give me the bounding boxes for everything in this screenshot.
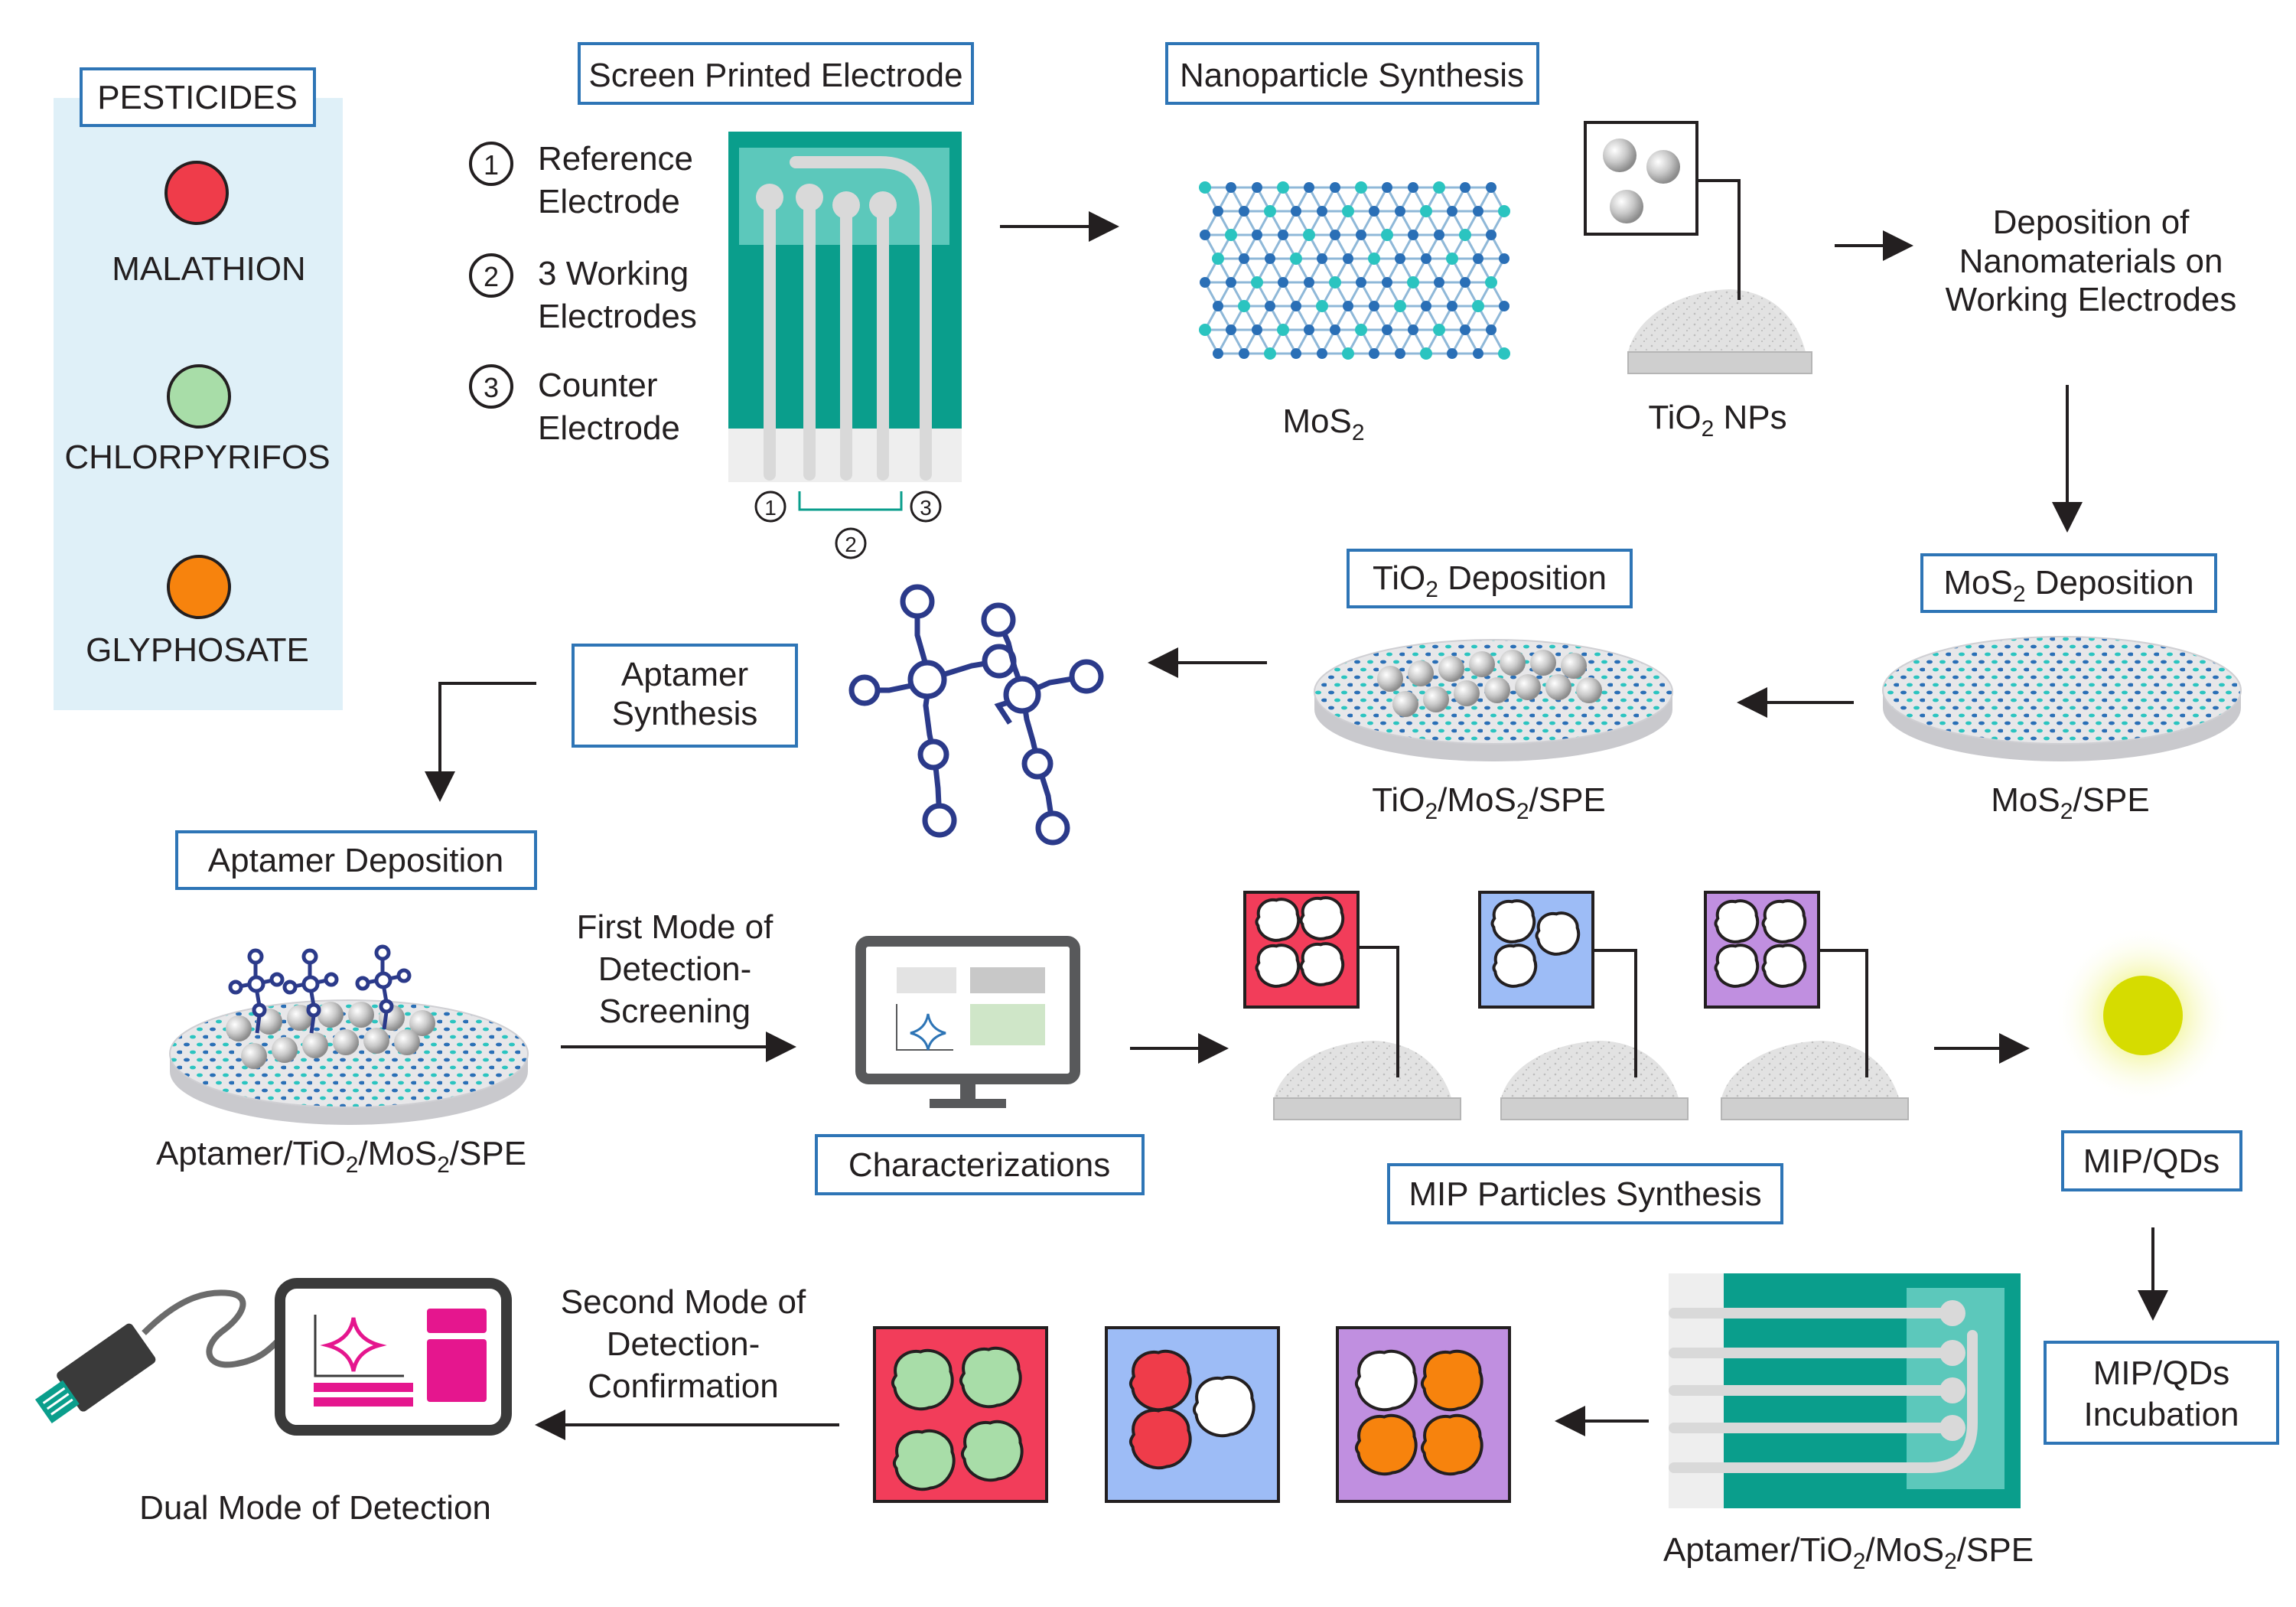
mip-powder-2 [1478,891,1689,1120]
nanoparticle-synthesis-section: Nanoparticle Synthesis MoS2 TiO2 NPs [1165,42,1812,445]
legend-item-glyphosate: GLYPHOSATE [86,631,309,669]
spe-item-3-line1: Counter [538,367,658,404]
spe-bottom-num-1: 1 [764,496,777,520]
spe-item-3-line2: Electrode [538,409,680,447]
mos2-deposition-section: MoS2 Deposition MoS2/SPE [1882,553,2242,824]
first-mode-line1: First Mode of [577,908,774,946]
mip-qds-label: MIP/QDs [2083,1143,2219,1180]
mip-particles-synthesis-section: MIP Particles Synthesis [1243,891,1909,1224]
pesticide-legend: PESTICIDES MALATHION CHLORPYRIFOS GLYPHO… [54,67,343,710]
spe-item-2-line2: Electrodes [538,298,697,335]
deposition-line-1: Deposition of [1993,204,2190,241]
monitor-icon [855,936,1080,1108]
aptamer-synthesis-line1: Aptamer [621,656,748,693]
mip-powder-3 [1704,891,1909,1120]
second-mode-line3: Confirmation [588,1367,778,1405]
aptamer-deposition-box [175,830,537,890]
characterizations-label: Characterizations [848,1146,1110,1184]
aptamer-spe-label: Aptamer/TiO2/MoS2/SPE [156,1135,526,1178]
aptamer-electrode-horizontal-icon [1669,1273,2021,1508]
aptamer-synthesis-section: Aptamer Synthesis [572,644,798,748]
mip-synthesis-label: MIP Particles Synthesis [1409,1175,1761,1213]
dual-mode-label: Dual Mode of Detection [139,1489,491,1527]
spe-bottom-num-2: 2 [845,533,857,556]
legend-title-box [80,67,316,127]
legend-item-chlorpyrifos: CHLORPYRIFOS [64,438,330,476]
legend-title: PESTICIDES [97,79,298,116]
deposition-of-nanomaterials-text: Deposition of Nanomaterials on Working E… [1946,204,2237,318]
mos2-deposition-label: MoS2 Deposition [1943,564,2193,607]
spe-num-2: 2 [484,261,499,292]
screen-printed-electrode-section: Screen Printed Electrode 1 Reference Ele… [469,42,974,559]
spe-title: Screen Printed Electrode [588,57,962,94]
spe-num-1: 1 [484,149,499,181]
aptamer-deposition-label: Aptamer Deposition [208,842,503,879]
mos2-deposition-box [1920,553,2217,613]
aptamer-molecules-icon [848,584,1104,846]
tio2-deposition-box [1347,549,1633,608]
nanoparticle-title: Nanoparticle Synthesis [1180,57,1524,94]
spe-bottom-num-3: 3 [920,496,932,520]
mos2-lattice-icon [1199,181,1510,360]
first-mode-line3: Screening [599,993,751,1030]
tio2-nps-label: TiO2 NPs [1648,399,1786,442]
mip-powder-1 [1243,891,1461,1120]
mip-synthesis-box [1387,1163,1783,1224]
spe-title-box [578,42,974,105]
tio2-deposition-section: TiO2 Deposition TiO2/MoS2/SPE [1314,549,1673,824]
spe-num-1-icon [469,142,513,186]
nanoparticle-title-box [1165,42,1539,105]
deposition-line-3: Working Electrodes [1946,281,2237,318]
spe-item-1-line2: Electrode [538,183,680,220]
glyphosate-swatch [167,555,231,619]
spe-bottom-num-3-icon [910,491,942,523]
second-mode-line1: Second Mode of [561,1283,806,1321]
spe-item-2-line1: 3 Working [538,255,689,292]
aptamer-synthesis-box [572,644,798,748]
spe-num-3: 3 [484,372,499,403]
dual-mode-device-icon [34,1278,512,1436]
spe-electrode-icon [728,132,962,482]
bound-mip-square-2 [1105,1326,1280,1503]
tio2-mos2-spe-label: TiO2/MoS2/SPE [1372,781,1606,824]
aptamer-deposition-section: Aptamer Deposition Aptamer/TiO2/MoS2/SPE [156,830,537,1178]
mos2-spe-disc-icon [1882,636,2242,761]
tio2-mos2-spe-disc-icon [1314,639,1673,761]
tio2-deposition-label: TiO2 Deposition [1373,559,1607,602]
deposition-line-2: Nanomaterials on [1959,243,2223,280]
spe-bottom-num-1-icon [754,491,787,523]
incubation-line2: Incubation [2083,1396,2239,1433]
characterizations-box [815,1134,1145,1195]
second-mode-line2: Detection- [607,1325,760,1363]
arrow-to-aptamer-deposition [425,682,536,802]
malathion-swatch [164,161,229,225]
incubation-line1: MIP/QDs [2093,1354,2229,1392]
first-mode-text: First Mode of Detection- Screening [577,908,774,1030]
bound-mip-square-3 [1336,1326,1511,1503]
quantum-dot-glow-icon [2055,927,2231,1103]
aptamer-spe-disc-icon [169,944,529,1125]
legend-item-malathion: MALATHION [112,250,305,288]
tio2-nanoparticles-icon [1584,121,1812,374]
spe-num-3-icon [469,364,513,409]
mos2-spe-label: MoS2/SPE [1991,781,2149,824]
chlorpyrifos-swatch [167,364,231,429]
bound-mip-square-1 [873,1326,1048,1503]
mos2-label: MoS2 [1282,403,1364,445]
working-electrodes-bracket [798,491,903,511]
aptamer-spe-electrode-label: Aptamer/TiO2/MoS2/SPE [1663,1531,2034,1574]
mip-qds-box [2061,1130,2242,1191]
spe-item-1-line1: Reference [538,140,693,178]
mip-qds-incubation-box [2044,1341,2279,1445]
spe-bottom-num-2-icon [835,527,867,559]
spe-num-2-icon [469,253,513,298]
first-mode-line2: Detection- [598,950,752,988]
aptamer-synthesis-line2: Synthesis [612,695,758,732]
bound-mip-squares [873,1326,1511,1503]
second-mode-text: Second Mode of Detection- Confirmation [561,1283,806,1405]
